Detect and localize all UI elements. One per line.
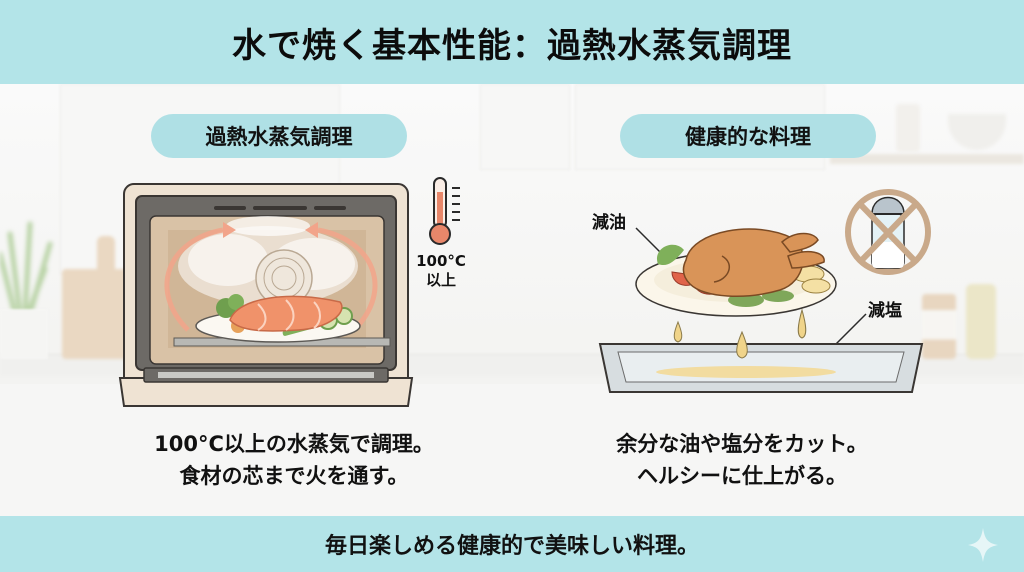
callout-reduced-salt: 減塩 [868, 301, 902, 321]
callout-reduced-oil: 減油 [592, 213, 626, 233]
footer-tagline: 毎日楽しめる健康的で美味しい料理。 [324, 534, 699, 559]
header-band: 水で焼く基本性能：過熱水蒸気調理 [0, 0, 1024, 84]
page-title: 水で焼く基本性能：過熱水蒸気調理 [232, 25, 792, 66]
callout-line [635, 227, 661, 253]
background-oil-bottle [966, 284, 996, 359]
caption-line: 余分な油や塩分をカット。 [616, 432, 868, 456]
roast-chicken-dripping-fat-icon [598, 228, 924, 393]
illustration-scene: 過熱水蒸気調理 [0, 84, 1024, 516]
section-label-text: 健康的な料理 [685, 125, 811, 149]
thermometer-icon [429, 177, 460, 245]
background-salt-grinder [922, 294, 956, 359]
background-cabinet [480, 84, 570, 170]
background-shelf [830, 154, 1024, 164]
footer-band: 毎日楽しめる健康的で美味しい料理。 [0, 516, 1024, 572]
sparkle-icon [968, 528, 998, 562]
background-plant-pot [0, 309, 48, 359]
section-label-healthy-cooking: 健康的な料理 [620, 114, 876, 158]
caption-superheated-steam: 100°C以上の水蒸気で調理。 食材の芯まで火を通す。 [104, 428, 484, 492]
background-bowl [948, 114, 1006, 150]
section-label-text: 過熱水蒸気調理 [205, 125, 353, 149]
caption-line: 食材の芯まで火を通す。 [179, 464, 409, 488]
background-cutting-board-handle [97, 236, 115, 274]
steam-oven-icon [118, 183, 414, 407]
no-salt-shaker-icon [845, 189, 931, 275]
background-plant-icon [0, 221, 53, 314]
caption-line: 100°C以上の水蒸気で調理。 [154, 432, 434, 456]
callout-line [833, 313, 867, 347]
caption-healthy-cooking: 余分な油や塩分をカット。 ヘルシーに仕上がる。 [572, 428, 912, 492]
temperature-value: 100°C [416, 252, 466, 270]
background-jar [896, 104, 920, 152]
temperature-qualifier: 以上 [425, 271, 456, 289]
caption-line: ヘルシーに仕上がる。 [637, 464, 847, 488]
temperature-label: 100°C 以上 [416, 252, 466, 290]
section-label-superheated-steam: 過熱水蒸気調理 [151, 114, 407, 158]
